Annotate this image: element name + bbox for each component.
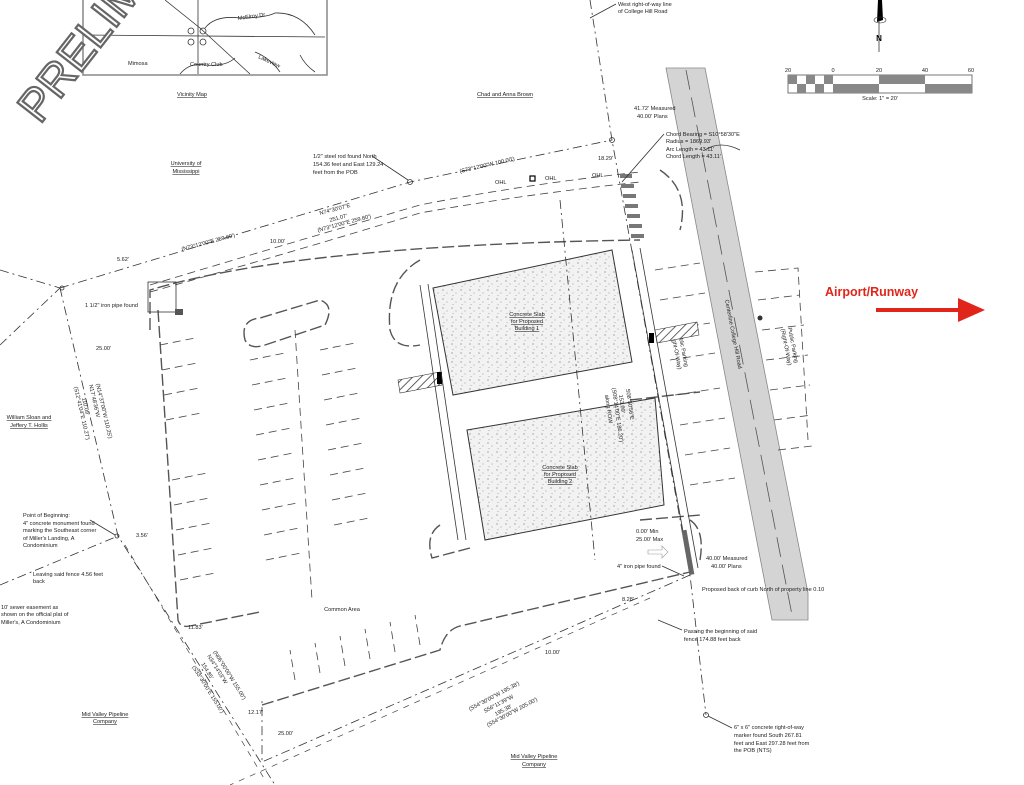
svg-text:University of: University of (171, 161, 202, 167)
svg-text:3.56': 3.56' (136, 533, 148, 539)
svg-text:40.00' Plans: 40.00' Plans (637, 114, 668, 120)
svg-text:along ROW: along ROW (603, 394, 613, 424)
owner-label: Chad and Anna Brown (477, 92, 533, 98)
svg-text:110.09': 110.09' (80, 397, 90, 416)
svg-text:Mid Valley Pipeline: Mid Valley Pipeline (82, 712, 129, 718)
vicinity-map-title: Vicinity Map (177, 92, 207, 98)
svg-text:of College Hill Road: of College Hill Road (618, 9, 667, 15)
svg-text:fence 174.88 feet back: fence 174.88 feet back (684, 637, 741, 643)
svg-text:25.00': 25.00' (96, 346, 111, 352)
svg-text:Chord Length = 43.11': Chord Length = 43.11' (666, 154, 721, 160)
svg-text:40.00' Measured: 40.00' Measured (706, 556, 748, 562)
vicinity-map: McElroy Dr Country Club Lakeview Mimosa … (82, 0, 328, 98)
svg-text:back: back (33, 579, 45, 585)
svg-text:Point of Beginning:: Point of Beginning: (23, 513, 70, 519)
svg-text:Building 2: Building 2 (548, 479, 573, 485)
airport-runway-annotation: Airport/Runway (825, 285, 985, 322)
svg-text:40.00' Plans: 40.00' Plans (711, 564, 742, 570)
svg-text:20: 20 (785, 68, 791, 74)
svg-text:8.28': 8.28' (622, 597, 634, 603)
svg-text:4" iron pipe found: 4" iron pipe found (617, 564, 661, 570)
svg-text:William Sloan and: William Sloan and (7, 415, 52, 421)
crosswalk (620, 174, 644, 238)
svg-text:feet and East 297.28 feet from: feet and East 297.28 feet from (734, 741, 810, 747)
svg-text:Condominium: Condominium (23, 543, 58, 549)
arrow-right-icon (958, 298, 985, 322)
property-boundary (0, 0, 709, 785)
top-row-note: West right-of-way line (618, 2, 672, 8)
svg-text:0.00' Min: 0.00' Min (636, 529, 659, 535)
svg-text:10.00': 10.00' (270, 239, 285, 245)
svg-text:41.72' Measured: 41.72' Measured (634, 106, 676, 112)
svg-text:S08°50'56"E: S08°50'56"E (624, 388, 634, 420)
svg-text:153.09': 153.09' (617, 394, 625, 413)
svg-text:60: 60 (968, 68, 974, 74)
svg-text:Concrete Slab: Concrete Slab (509, 312, 544, 318)
svg-text:25.00' Max: 25.00' Max (636, 537, 663, 543)
svg-text:Airport/Runway: Airport/Runway (825, 285, 918, 299)
svg-text:Passing the beginning of said: Passing the beginning of said (684, 629, 757, 635)
svg-text:40: 40 (922, 68, 928, 74)
svg-text:Company: Company (93, 719, 117, 725)
svg-text:the POB (NTS): the POB (NTS) (734, 748, 772, 754)
svg-text:Building 1: Building 1 (515, 326, 540, 332)
svg-text:11.83': 11.83' (188, 625, 203, 631)
svg-text:25.00': 25.00' (278, 731, 293, 737)
svg-text:of Miller's Landing, A: of Miller's Landing, A (23, 536, 75, 542)
svg-text:0: 0 (831, 68, 834, 74)
parking-lot: Public Parking (Right-Of-Way) (149, 239, 736, 706)
building-2-slab (466, 397, 665, 541)
svg-text:Mid Valley Pipeline: Mid Valley Pipeline (511, 754, 558, 760)
road-label: Country Club (190, 62, 223, 68)
svg-text:Leaving said fence 4.56 feet: Leaving said fence 4.56 feet (33, 572, 103, 578)
svg-text:(S73°12'00"W 100.00'): (S73°12'00"W 100.00') (459, 156, 515, 175)
svg-text:6" x 6" concrete right-of-way: 6" x 6" concrete right-of-way (734, 725, 804, 731)
svg-text:marker found South 267.81: marker found South 267.81 (734, 733, 802, 739)
svg-text:Chord Bearing = S10°58'30"E: Chord Bearing = S10°58'30"E (666, 132, 740, 138)
svg-text:Jeffery T. Hollis: Jeffery T. Hollis (10, 423, 48, 429)
svg-text:Arc Length = 43.11': Arc Length = 43.11' (666, 147, 714, 153)
svg-text:Concrete Slab: Concrete Slab (542, 465, 577, 471)
svg-text:154.36 feet and East 129.24: 154.36 feet and East 129.24 (313, 162, 383, 168)
svg-text:20: 20 (876, 68, 882, 74)
svg-text:251.07': 251.07' (329, 213, 348, 224)
road-label: Mimosa (128, 61, 148, 67)
svg-text:Company: Company (522, 762, 546, 768)
svg-text:12.17': 12.17' (248, 710, 263, 716)
svg-text:Radius = 1869.93': Radius = 1869.93' (666, 139, 711, 145)
svg-text:OHL: OHL (495, 180, 507, 186)
svg-text:Mississippi: Mississippi (172, 169, 199, 175)
svg-text:OHL: OHL (545, 176, 557, 182)
svg-text:feet from the POB: feet from the POB (313, 170, 358, 176)
svg-text:Miller's, A Condominium: Miller's, A Condominium (1, 620, 61, 626)
svg-text:OHL: OHL (592, 173, 604, 179)
north-arrow-icon: N (873, 0, 887, 52)
svg-text:1/2" steel rod found North: 1/2" steel rod found North (313, 154, 377, 160)
svg-text:shown on the official plat of: shown on the official plat of (1, 612, 69, 618)
svg-text:Common Area: Common Area (324, 607, 361, 613)
scale-bar: 20 0 20 40 60 Scale: 1" = 20' (785, 68, 974, 102)
svg-text:1 1/2" iron pipe found: 1 1/2" iron pipe found (85, 303, 138, 309)
svg-text:marking the Southeast corner: marking the Southeast corner (23, 528, 97, 534)
svg-text:(N73°12'00"E 259.80'): (N73°12'00"E 259.80') (181, 233, 236, 253)
svg-text:Proposed back of curb North of: Proposed back of curb North of property … (702, 587, 824, 593)
svg-text:10.00': 10.00' (545, 650, 560, 656)
svg-text:18.29': 18.29' (598, 156, 613, 162)
svg-text:for Proposed: for Proposed (511, 319, 543, 325)
svg-text:4" concrete monument found: 4" concrete monument found (23, 521, 95, 527)
svg-text:for Proposed: for Proposed (544, 472, 576, 478)
svg-text:N: N (876, 34, 882, 43)
svg-text:(N06°00'00"W 155.00'): (N06°00'00"W 155.00') (211, 650, 246, 701)
building-1-slab (432, 249, 633, 396)
college-hill-road (665, 67, 809, 621)
svg-text:10' sewer easement as: 10' sewer easement as (1, 605, 59, 611)
svg-text:Scale: 1" = 20': Scale: 1" = 20' (862, 96, 898, 102)
svg-text:5.62': 5.62' (117, 257, 129, 263)
road-label: McElroy Dr (237, 12, 265, 22)
